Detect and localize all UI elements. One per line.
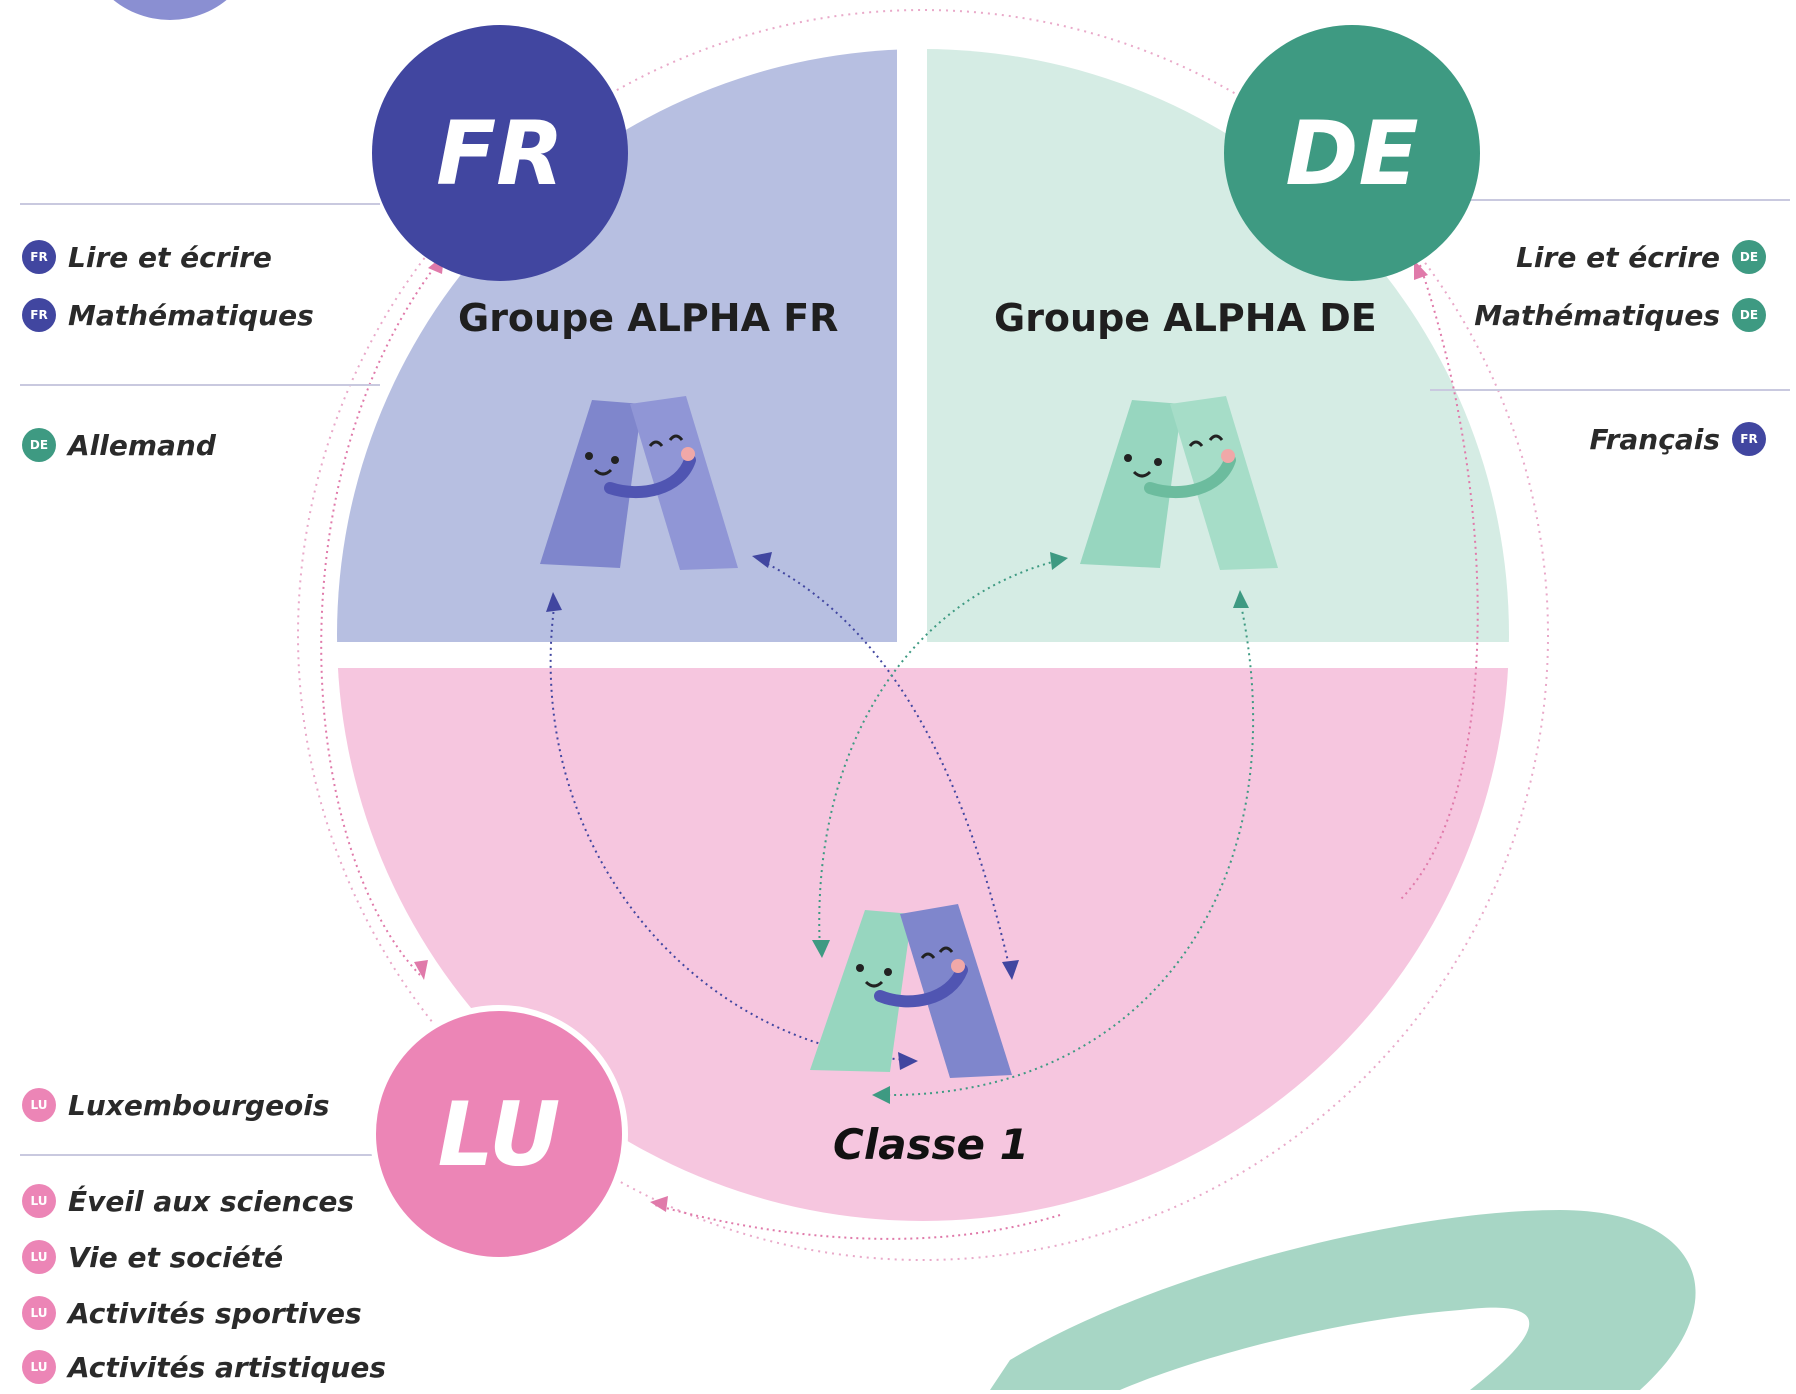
decor-corner-circle: [113, 0, 227, 20]
circle-de: DE: [1224, 25, 1480, 281]
left-lu-label-3: Activités sportives: [68, 1296, 362, 1330]
left-fr-item-0: FR Lire et écrire: [22, 240, 272, 274]
outer-arrow-lu: [654, 1204, 1061, 1240]
arrowhead: [1414, 260, 1428, 280]
mascot-fr: [540, 396, 738, 570]
right-de-item-0: DE Lire et écrire: [1516, 240, 1766, 274]
left-fr-item-1: FR Mathématiques: [22, 298, 314, 332]
de-badge-icon: DE: [22, 428, 56, 462]
fr-badge-icon: FR: [1732, 422, 1766, 456]
circle-fr-label: FR: [436, 101, 564, 205]
left-lu-item-1: LU Éveil aux sciences: [22, 1184, 354, 1218]
lu-badge-icon: LU: [22, 1088, 56, 1122]
circle-lu: LU: [370, 1005, 628, 1263]
arrowhead: [1002, 960, 1019, 980]
circle-lu-label: LU: [437, 1082, 561, 1186]
left-lu-item-4: LU Activités artistiques: [22, 1350, 386, 1384]
fr-badge-icon: FR: [22, 240, 56, 274]
arrowhead: [1050, 552, 1068, 570]
left-lu-item-3: LU Activités sportives: [22, 1296, 362, 1330]
left-de-label-0: Allemand: [68, 428, 216, 462]
right-de-label-0: Lire et écrire: [1516, 240, 1720, 274]
lu-badge-icon: LU: [22, 1240, 56, 1274]
group-fr-title: Groupe ALPHA FR: [458, 296, 839, 340]
arrowhead: [546, 592, 562, 612]
outer-dotted-ring: [297, 9, 1549, 1261]
left-fr-label-0: Lire et écrire: [68, 240, 272, 274]
lu-badge-icon: LU: [22, 1296, 56, 1330]
mascot-de: [1080, 396, 1278, 570]
outer-arrow-fr: [320, 259, 441, 976]
group-de-title: Groupe ALPHA DE: [994, 296, 1377, 340]
circle-fr: FR: [372, 25, 628, 281]
arrowhead: [650, 1196, 668, 1212]
left-lu-label-4: Activités artistiques: [68, 1350, 386, 1384]
left-lu-label-2: Vie et société: [68, 1240, 284, 1274]
de-badge-icon: DE: [1732, 298, 1766, 332]
arrow-classe-to-fr-right: [759, 559, 1011, 971]
arrowhead: [812, 940, 830, 958]
arrowhead: [752, 552, 772, 568]
de-badge-icon: DE: [1732, 240, 1766, 274]
arrowhead: [1233, 590, 1249, 608]
lu-badge-icon: LU: [22, 1184, 56, 1218]
decor-swoosh: [990, 1210, 1696, 1390]
left-lu-item-2: LU Vie et société: [22, 1240, 283, 1274]
left-lu-item-0: LU Luxembourgeois: [22, 1088, 330, 1122]
mascot-classe: [810, 904, 1012, 1078]
right-de-label-1: Mathématiques: [1474, 298, 1720, 332]
arrowhead: [898, 1052, 918, 1070]
right-fr-label-0: Français: [1589, 422, 1720, 456]
lu-badge-icon: LU: [22, 1350, 56, 1384]
circle-de-label: DE: [1285, 101, 1419, 205]
arrowhead: [414, 960, 428, 980]
left-lu-label-1: Éveil aux sciences: [68, 1184, 354, 1218]
left-de-item-0: DE Allemand: [22, 428, 216, 462]
classe-title: Classe 1: [833, 1120, 1029, 1169]
fr-badge-icon: FR: [22, 298, 56, 332]
left-lu-label-0: Luxembourgeois: [68, 1088, 330, 1122]
right-fr-item-0: FR Français: [1590, 422, 1766, 456]
arrowhead: [872, 1086, 890, 1104]
left-fr-label-1: Mathématiques: [68, 298, 314, 332]
right-de-item-1: DE Mathématiques: [1474, 298, 1766, 332]
